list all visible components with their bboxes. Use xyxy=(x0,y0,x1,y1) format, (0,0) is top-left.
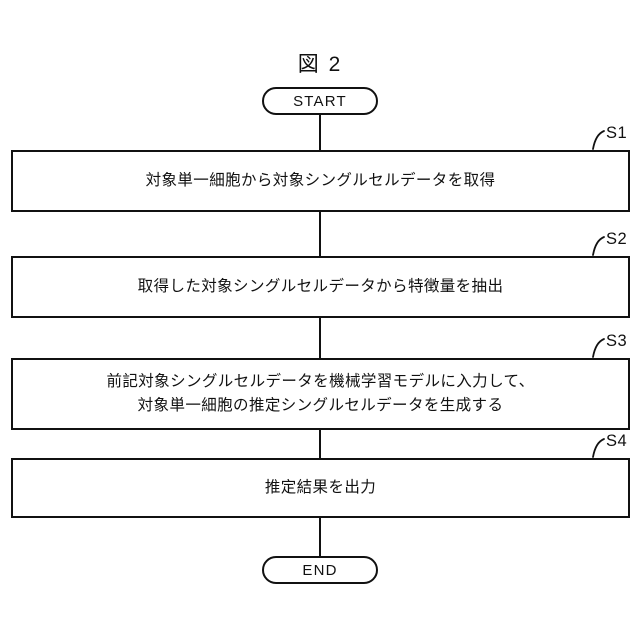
end-node-label: END xyxy=(302,561,338,579)
callout-leader-line-icon xyxy=(592,130,605,150)
process-box-s1: 対象単一細胞から対象シングルセルデータを取得 xyxy=(11,150,630,212)
process-box-s3-text: 前記対象シングルセルデータを機械学習モデルに入力して、 対象単一細胞の推定シング… xyxy=(106,372,535,414)
step-callout-s4-label: S4 xyxy=(606,432,628,450)
callout-leader-line-icon xyxy=(592,236,605,256)
callout-leader-line-icon xyxy=(592,438,605,458)
connector-s3-to-s4 xyxy=(319,430,321,458)
flowchart-end-node: END xyxy=(262,556,378,584)
flowchart-start-node: START xyxy=(262,87,378,115)
process-box-s4: 推定結果を出力 xyxy=(11,458,630,518)
connector-start-to-s1 xyxy=(319,115,321,150)
connector-s1-to-s2 xyxy=(319,212,321,256)
step-callout-s3-label: S3 xyxy=(606,332,628,350)
step-callout-s1: S1 xyxy=(580,124,640,160)
connector-s2-to-s3 xyxy=(319,318,321,358)
step-callout-s2: S2 xyxy=(580,230,640,266)
process-box-s2: 取得した対象シングルセルデータから特徴量を抽出 xyxy=(11,256,630,318)
start-node-label: START xyxy=(293,92,347,110)
process-box-s3: 前記対象シングルセルデータを機械学習モデルに入力して、 対象単一細胞の推定シング… xyxy=(11,358,630,430)
process-box-s1-text: 対象単一細胞から対象シングルセルデータを取得 xyxy=(145,171,496,189)
process-box-s2-text: 取得した対象シングルセルデータから特徴量を抽出 xyxy=(137,277,504,295)
step-callout-s4: S4 xyxy=(580,432,640,468)
step-callout-s2-label: S2 xyxy=(606,230,628,248)
step-callout-s3: S3 xyxy=(580,332,640,368)
step-callout-s1-label: S1 xyxy=(606,124,628,142)
process-box-s4-text: 推定結果を出力 xyxy=(264,478,377,496)
callout-leader-line-icon xyxy=(592,338,605,358)
connector-s4-to-end xyxy=(319,518,321,556)
figure-title: 図 2 xyxy=(297,53,343,76)
